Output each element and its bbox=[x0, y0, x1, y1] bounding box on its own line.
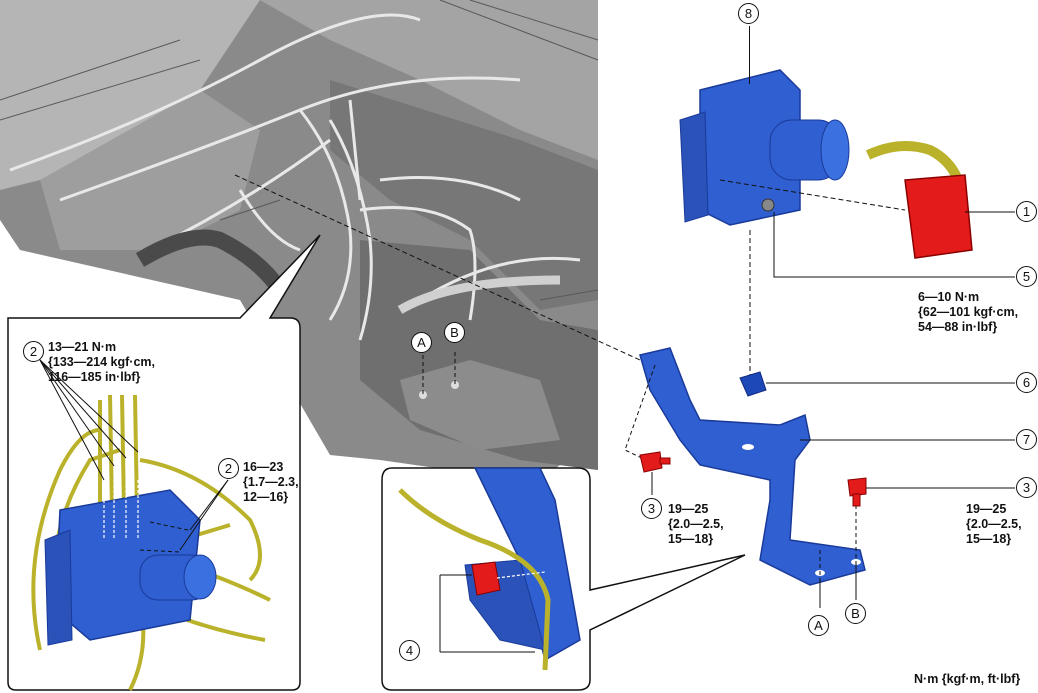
callout-5: 5 bbox=[1016, 266, 1037, 287]
callout-7: 7 bbox=[1016, 429, 1037, 450]
engine-bay-illustration bbox=[0, 0, 599, 480]
bracket-7 bbox=[639, 347, 1015, 586]
bolt-3-left bbox=[639, 451, 671, 495]
callout-3-right: 3 bbox=[1016, 477, 1037, 498]
callout-4: 4 bbox=[399, 640, 420, 661]
connector-1 bbox=[865, 141, 973, 259]
dashed-leader-engine bbox=[234, 174, 641, 361]
unit-note: N·m {kgf·m, ft·lbf} bbox=[914, 672, 1021, 686]
callout-2-inset-side: 2 bbox=[218, 458, 239, 479]
ref-b-engine: B bbox=[444, 322, 465, 343]
inset-bracket-clip bbox=[381, 467, 746, 691]
ref-a-engine: A bbox=[411, 332, 432, 353]
inset-hydraulic-lines bbox=[7, 234, 321, 691]
torque-3-right: 19—25{2.0—2.5,15—18} bbox=[966, 502, 1022, 546]
ref-a-bracket: A bbox=[808, 615, 829, 636]
bolt-3-right bbox=[847, 477, 1015, 507]
callout-6: 6 bbox=[1016, 372, 1037, 393]
ref-b-bracket: B bbox=[845, 603, 866, 624]
torque-2-main: 13—21 N·m{133—214 kgf·cm,116—185 in·lbf} bbox=[48, 340, 156, 384]
torque-3-left: 19—25{2.0—2.5,15—18} bbox=[668, 502, 724, 546]
insulator-6 bbox=[739, 371, 1015, 397]
torque-5: 6—10 N·m{62—101 kgf·cm,54—88 in·lbf} bbox=[918, 290, 1019, 334]
callout-2-inset: 2 bbox=[23, 341, 44, 362]
callout-8-leader bbox=[749, 26, 750, 84]
hydraulic-unit-8 bbox=[679, 69, 850, 226]
torque-2-side: 16—23{1.7—2.3,12—16} bbox=[243, 460, 299, 504]
callout-8: 8 bbox=[738, 3, 759, 24]
callout-1: 1 bbox=[1016, 201, 1037, 222]
callout-3-left: 3 bbox=[641, 498, 662, 519]
